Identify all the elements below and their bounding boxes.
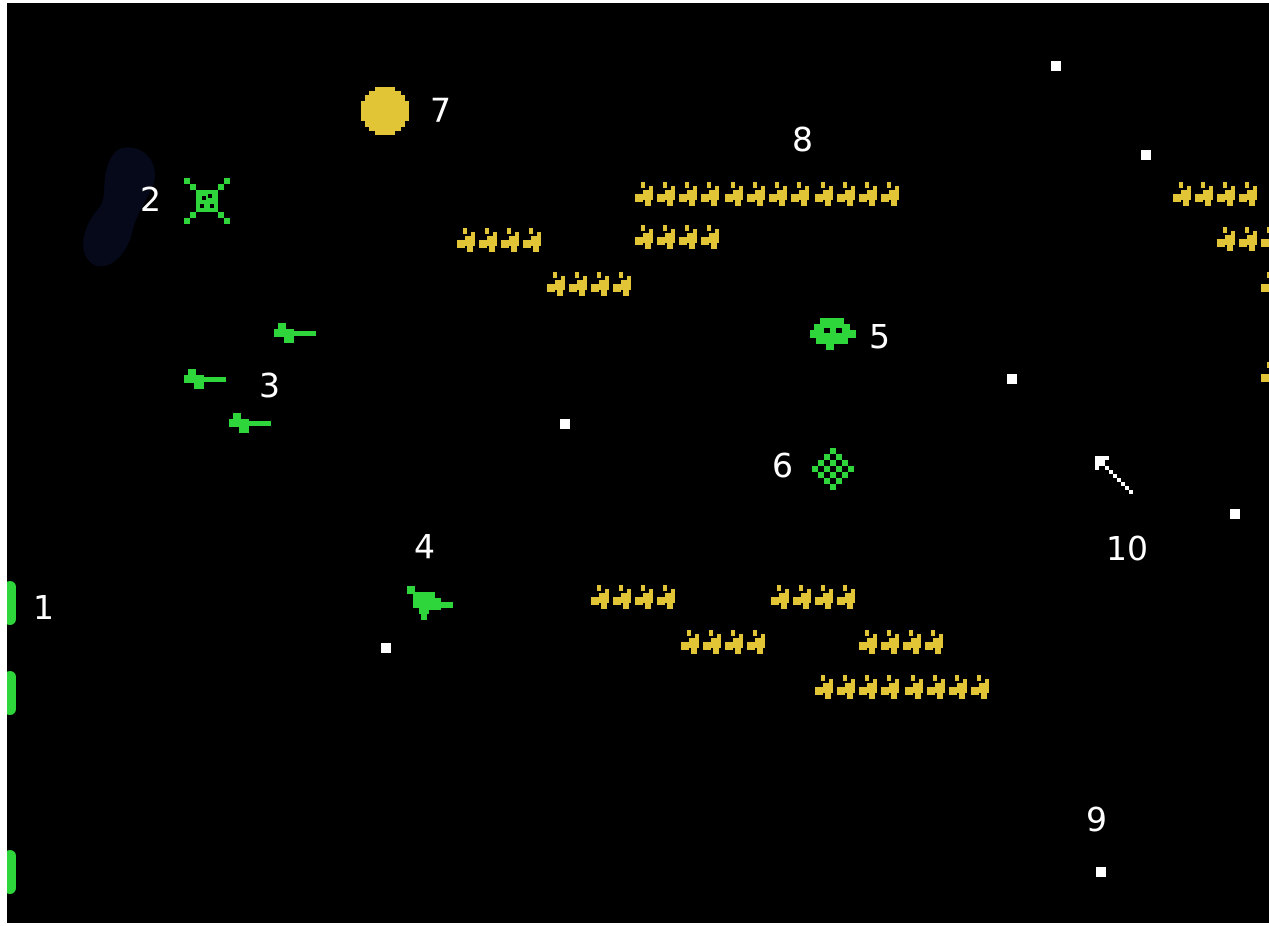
- label-2: 2: [140, 183, 161, 216]
- enemy-bugs: [1173, 182, 1257, 206]
- enemy-bugs: [1261, 362, 1269, 386]
- enemy-bugs: [635, 225, 719, 249]
- fighter-ship-left[interactable]: [184, 369, 230, 391]
- enemy-cluster[interactable]: [811, 178, 903, 224]
- enemy-cluster-sprite: [811, 671, 903, 717]
- enemy-cluster[interactable]: [543, 268, 635, 314]
- star: [1141, 150, 1151, 160]
- star: [1230, 509, 1240, 519]
- star: [1051, 61, 1061, 71]
- label-9: 9: [1086, 803, 1107, 836]
- enemy-bugs: [771, 585, 855, 609]
- star: [1096, 867, 1106, 877]
- enemy-cluster-sprite: [631, 178, 723, 224]
- base-marker-bottom: [7, 850, 16, 894]
- enemy-cluster-sprite: [1213, 223, 1269, 269]
- label-8: 8: [792, 123, 813, 156]
- label-5: 5: [869, 320, 890, 353]
- enemy-bugs: [815, 182, 899, 206]
- fighter-ship-upper[interactable]: [274, 323, 320, 345]
- enemy-bugs: [815, 675, 899, 699]
- enemy-bugs: [1217, 227, 1269, 251]
- enemy-cluster[interactable]: [587, 581, 679, 627]
- enemy-cluster[interactable]: [1257, 268, 1269, 314]
- lander-ship[interactable]: [407, 586, 455, 622]
- x-ship[interactable]: [184, 178, 230, 224]
- enemy-bugs: [681, 630, 765, 654]
- enemy-bugs: [1261, 272, 1269, 296]
- enemy-cluster[interactable]: [1257, 358, 1269, 404]
- nebula-shadow: [77, 143, 187, 283]
- enemy-bugs: [457, 228, 541, 252]
- enemy-cluster-sprite: [767, 581, 859, 627]
- label-1: 1: [33, 591, 54, 624]
- enemy-cluster-sprite: [453, 224, 545, 270]
- enemy-cluster[interactable]: [721, 178, 813, 224]
- label-7: 7: [430, 94, 451, 127]
- enemy-cluster-sprite: [543, 268, 635, 314]
- enemy-cluster-sprite: [587, 581, 679, 627]
- label-3: 3: [259, 369, 280, 402]
- enemy-cluster-sprite: [631, 221, 723, 267]
- star: [381, 643, 391, 653]
- base-marker-middle: [7, 671, 16, 715]
- enemy-cluster[interactable]: [811, 671, 903, 717]
- star: [560, 419, 570, 429]
- enemy-bugs: [859, 630, 943, 654]
- enemy-cluster[interactable]: [901, 671, 993, 717]
- enemy-cluster-sprite: [677, 626, 769, 672]
- saucer-ship[interactable]: [810, 318, 856, 352]
- checker-mine[interactable]: [810, 448, 856, 494]
- label-6: 6: [772, 449, 793, 482]
- enemy-bugs: [635, 182, 719, 206]
- label-10: 10: [1106, 532, 1148, 565]
- enemy-cluster[interactable]: [677, 626, 769, 672]
- enemy-bugs: [905, 675, 989, 699]
- enemy-cluster[interactable]: [631, 178, 723, 224]
- star: [1007, 374, 1017, 384]
- enemy-bugs: [591, 585, 675, 609]
- playfield[interactable]: 1 2 3 4 5 6 7 8 9 10: [7, 3, 1269, 923]
- planet: [361, 87, 409, 135]
- label-4: 4: [414, 530, 435, 563]
- base-marker-top: [7, 581, 16, 625]
- enemy-bugs: [725, 182, 809, 206]
- enemy-cluster-sprite: [1169, 178, 1261, 224]
- fighter-ship-lower[interactable]: [229, 413, 275, 435]
- enemy-cluster[interactable]: [453, 224, 545, 270]
- enemy-cluster-sprite: [811, 178, 903, 224]
- enemy-cluster-sprite: [1257, 268, 1269, 314]
- enemy-cluster[interactable]: [1213, 223, 1269, 269]
- enemy-cluster[interactable]: [1169, 178, 1261, 224]
- enemy-bugs: [547, 272, 631, 296]
- enemy-cluster[interactable]: [631, 221, 723, 267]
- enemy-cluster-sprite: [901, 671, 993, 717]
- enemy-cluster-sprite: [721, 178, 813, 224]
- enemy-cluster[interactable]: [855, 626, 947, 672]
- enemy-cluster[interactable]: [767, 581, 859, 627]
- arrow-cursor-icon[interactable]: [1095, 456, 1137, 498]
- enemy-cluster-sprite: [1257, 358, 1269, 404]
- enemy-cluster-sprite: [855, 626, 947, 672]
